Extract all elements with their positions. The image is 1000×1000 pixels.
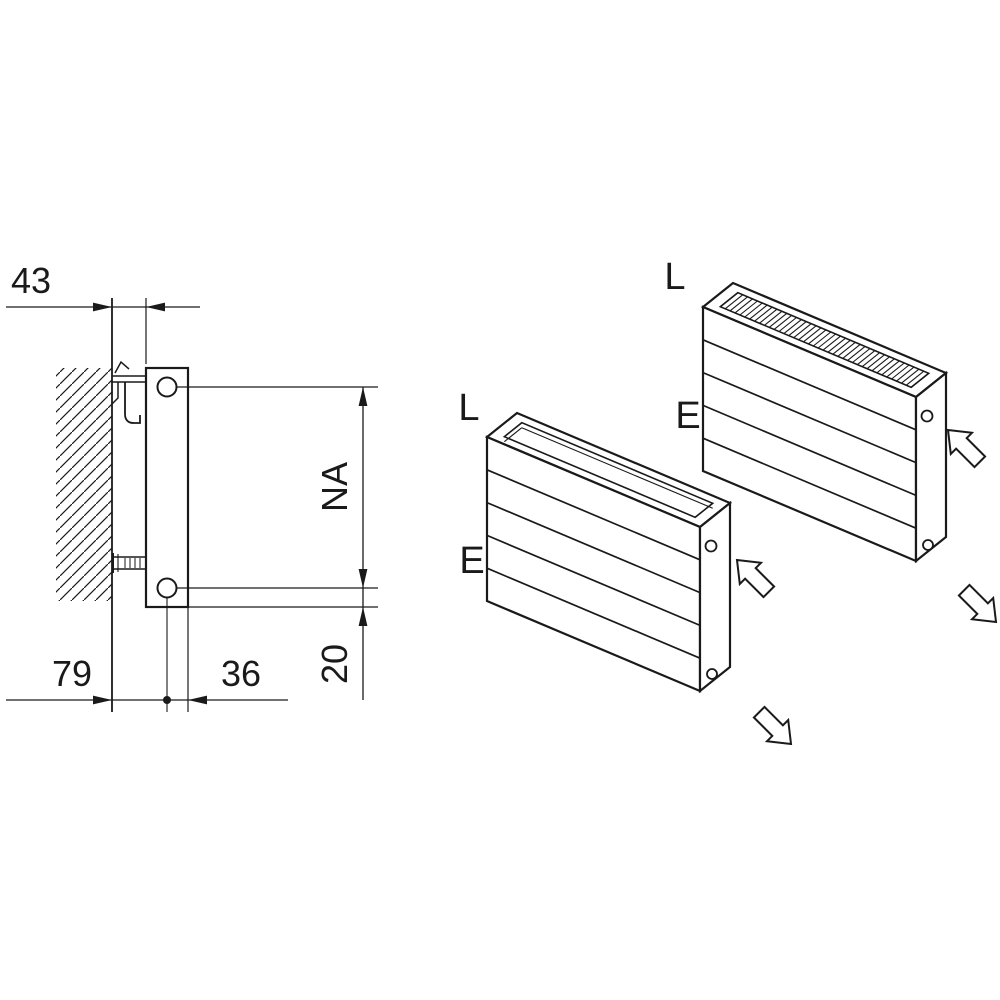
fin-line bbox=[871, 356, 890, 372]
fin-line bbox=[719, 292, 739, 308]
dimension-labels: 43 NA 20 79 36 bbox=[11, 260, 355, 694]
flow-in-arrow-icon bbox=[946, 428, 987, 469]
slat-line bbox=[486, 534, 701, 627]
dim-arrow bbox=[146, 302, 165, 312]
fin-line bbox=[905, 370, 925, 386]
slat-line bbox=[486, 567, 701, 659]
fin-line bbox=[803, 327, 822, 343]
front-slats bbox=[486, 469, 701, 659]
bottom-connection bbox=[156, 577, 178, 599]
fin-line bbox=[788, 321, 807, 337]
front-slats bbox=[702, 339, 917, 529]
flow-out-arrow-icon bbox=[752, 705, 793, 746]
bracket-spring bbox=[111, 382, 119, 405]
dim-chain-dot bbox=[163, 696, 171, 704]
side-face bbox=[914, 370, 948, 564]
front-radiator-vent-label: L bbox=[458, 387, 479, 429]
fin-line bbox=[749, 304, 768, 320]
grille-fins bbox=[719, 292, 930, 388]
side-view bbox=[56, 298, 190, 712]
fin-line bbox=[768, 312, 788, 328]
dim-arrow bbox=[358, 607, 368, 626]
dim-bottom-gap-value: 20 bbox=[314, 644, 355, 684]
dim-center-to-front-value: 36 bbox=[221, 653, 261, 694]
fin-line bbox=[881, 360, 900, 376]
fin-line bbox=[812, 331, 832, 347]
dim-depth-value: 43 bbox=[11, 260, 51, 301]
dim-wall-to-center-value: 79 bbox=[52, 653, 92, 694]
fin-line bbox=[901, 368, 920, 384]
fin-line bbox=[739, 300, 758, 316]
fin-line bbox=[857, 350, 876, 366]
top-connection bbox=[156, 376, 178, 398]
fin-line bbox=[847, 345, 866, 361]
slat-line bbox=[702, 437, 917, 529]
side-connection-bottom bbox=[706, 668, 718, 680]
fin-line bbox=[729, 296, 748, 312]
dim-arrow bbox=[358, 387, 368, 406]
fin-line bbox=[759, 308, 778, 324]
radiator-panel-side bbox=[144, 366, 190, 609]
iso-view: L E L E bbox=[458, 256, 998, 746]
front-radiator bbox=[484, 411, 733, 694]
fin-line bbox=[793, 323, 812, 339]
fin-line bbox=[842, 343, 861, 359]
dim-arrow bbox=[93, 695, 112, 705]
flow-arrows bbox=[735, 428, 998, 746]
back-radiator bbox=[700, 281, 949, 564]
side-face bbox=[698, 500, 732, 694]
fin-line bbox=[817, 333, 837, 349]
slat-line bbox=[486, 501, 701, 594]
back-radiator-vent-label: L bbox=[664, 256, 685, 298]
fin-line bbox=[778, 317, 797, 332]
bracket-hook bbox=[124, 382, 141, 424]
fin-line bbox=[764, 310, 783, 326]
fin-line bbox=[798, 325, 817, 341]
fin-line bbox=[822, 335, 841, 351]
fin-line bbox=[773, 314, 792, 330]
fin-line bbox=[808, 329, 827, 345]
wall-hatch bbox=[56, 368, 112, 601]
front-radiator-inlet-label: E bbox=[459, 540, 484, 582]
bracket-clip bbox=[114, 360, 130, 374]
fin-line bbox=[852, 348, 871, 363]
fin-line bbox=[832, 339, 851, 355]
slat-line bbox=[702, 339, 917, 431]
wall-bracket bbox=[111, 360, 146, 424]
fin-line bbox=[861, 352, 881, 368]
fin-line bbox=[891, 364, 910, 380]
dimensions bbox=[6, 298, 378, 712]
slat-line bbox=[702, 404, 917, 497]
opening-inner-end bbox=[503, 427, 523, 443]
dim-arrow bbox=[358, 569, 368, 588]
dim-arrow bbox=[93, 302, 112, 312]
side-connection-top bbox=[704, 539, 718, 553]
fin-line bbox=[866, 354, 885, 370]
bottom-fixing-bolt bbox=[112, 553, 147, 573]
flow-out-arrow-icon bbox=[957, 583, 998, 624]
fin-line bbox=[886, 362, 905, 378]
fin-line bbox=[724, 294, 744, 310]
opening-inner-edge bbox=[521, 427, 713, 509]
fin-line bbox=[827, 337, 846, 353]
top-opening bbox=[502, 421, 715, 519]
fin-line bbox=[876, 358, 895, 374]
fin-line bbox=[837, 341, 856, 357]
flow-in-arrow-icon bbox=[735, 558, 776, 599]
side-connection-top bbox=[920, 409, 934, 423]
dim-arrow bbox=[188, 695, 207, 705]
fin-line bbox=[734, 298, 753, 314]
iso-labels: L E L E bbox=[458, 256, 700, 582]
side-connection-bottom bbox=[922, 539, 934, 551]
slat-line bbox=[702, 371, 917, 464]
fin-line bbox=[896, 366, 915, 382]
slat-line bbox=[486, 469, 701, 561]
dim-hub-distance-value: NA bbox=[314, 462, 355, 512]
fin-line bbox=[754, 306, 773, 322]
back-radiator-inlet-label: E bbox=[675, 395, 700, 437]
fin-line bbox=[910, 372, 930, 388]
fin-line bbox=[783, 319, 802, 335]
fin-line bbox=[744, 302, 763, 318]
